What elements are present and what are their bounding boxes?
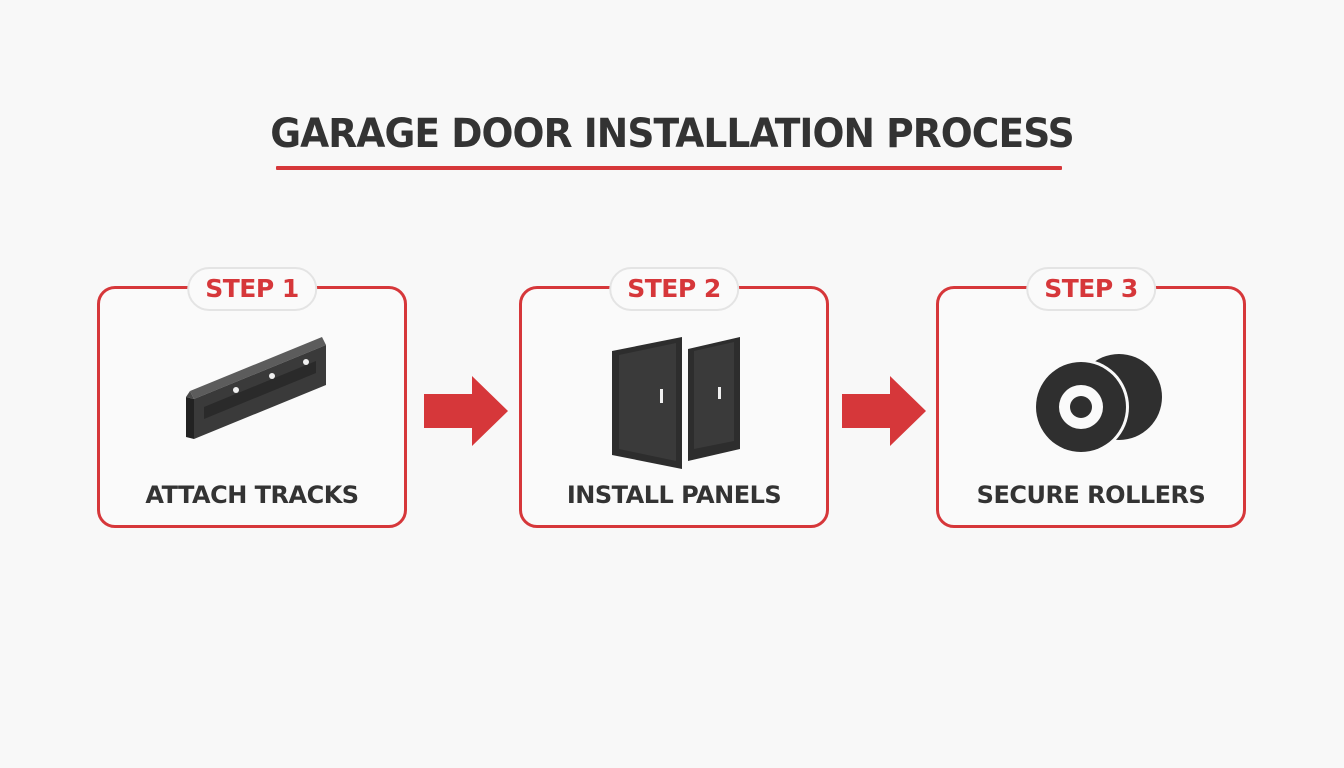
title-underline <box>276 166 1062 170</box>
door-panels-icon <box>612 337 740 469</box>
step-label-1: ATTACH TRACKS <box>145 481 359 509</box>
right-arrow-icon <box>424 376 508 446</box>
step-card-1: STEP 1 ATTACH TRACKS <box>97 267 407 528</box>
page-title: GARAGE DOOR INSTALLATION PROCESS <box>270 111 1075 157</box>
step-card-2: STEP 2 INSTALL PANELS <box>519 267 829 528</box>
step-badge-1: STEP 1 <box>187 267 317 311</box>
track-rail-icon <box>186 337 326 439</box>
step-badge-2: STEP 2 <box>609 267 739 311</box>
step-badge-3: STEP 3 <box>1026 267 1156 311</box>
right-arrow-icon <box>842 376 926 446</box>
step-card-3: STEP 3 SECURE ROLLERS <box>936 267 1246 528</box>
rollers-icon <box>1033 354 1162 455</box>
step-label-3: SECURE ROLLERS <box>976 481 1206 509</box>
step-label-2: INSTALL PANELS <box>566 481 782 509</box>
